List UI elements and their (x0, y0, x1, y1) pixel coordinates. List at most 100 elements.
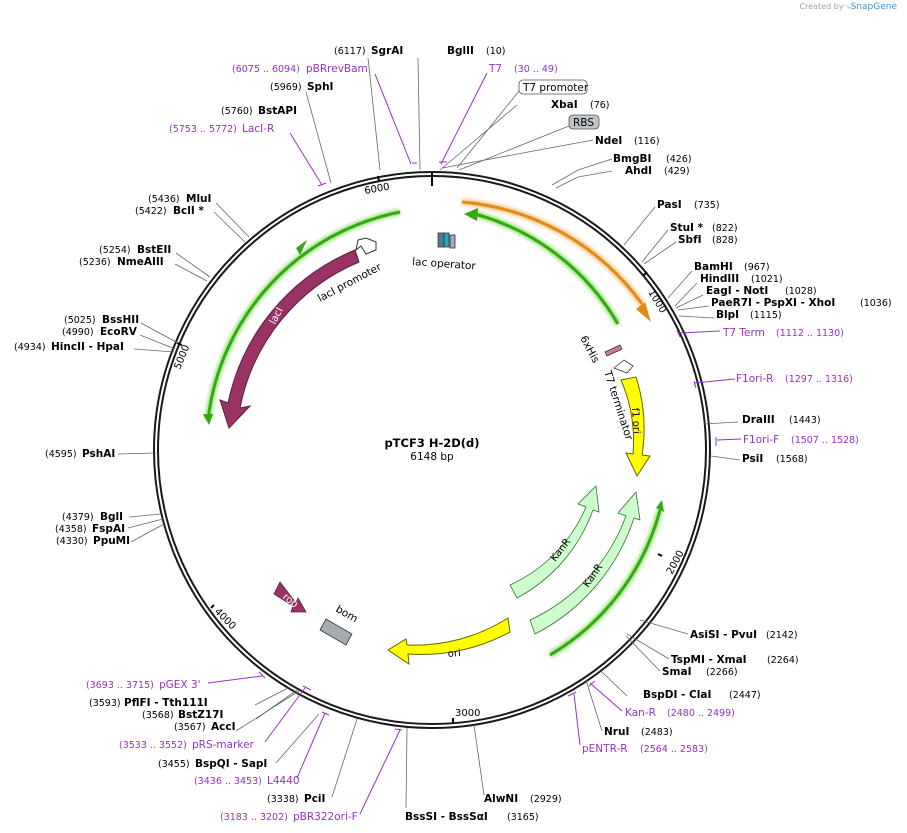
enzyme-name: BstAPI (258, 105, 297, 117)
enzyme-pos: (5422) (135, 206, 167, 217)
enzyme-pos: (1028) (785, 286, 817, 297)
f1-ori-label: f1 ori (629, 407, 642, 434)
enzyme-pos: (2483) (641, 727, 673, 738)
his-tag-label: 6xHis (577, 334, 601, 365)
enzyme-name: BspQI - SapI (195, 758, 267, 770)
enzyme-name: PshAI (82, 448, 115, 460)
primer-name: F1ori-R (736, 373, 773, 385)
tick-label-1000: 1000 (645, 288, 668, 315)
enzyme-pos: (1568) (776, 454, 808, 465)
laci-promoter-arrow (355, 237, 377, 255)
credit-brand: SnapGene (850, 2, 897, 12)
enzyme-name: BstZ17I (178, 709, 223, 721)
enzyme-name: AlwNI (484, 793, 518, 805)
enzyme-name: SgrAI (371, 45, 403, 57)
primer-labels: (6075 .. 6094) pBRrevBam T7 (30 .. 49) (… (86, 63, 859, 823)
f1-ori-arrow (620, 376, 651, 478)
enzyme-pos: (967) (744, 262, 770, 273)
rbs-leader (458, 125, 570, 171)
snapgene-credit: Created by ⤷SnapGene (800, 2, 897, 12)
enzyme-pos: (3593) (89, 698, 121, 709)
primer-name: Kan-R (625, 707, 656, 719)
plasmid-name: pTCF3 H-2D(d) (384, 436, 479, 450)
enzyme-pos: (822) (712, 223, 738, 234)
enzyme-pos: (2447) (729, 690, 761, 701)
rop-arrow (273, 581, 307, 613)
enzyme-pos: (426) (666, 154, 692, 165)
orf-right-arrowhead (464, 208, 478, 221)
orf-left-mid-arrowhead (296, 240, 307, 255)
enzyme-name: AhdI (625, 165, 652, 177)
enzyme-name: SphI (307, 81, 333, 93)
enzyme-pos: (5760) (221, 106, 253, 117)
rbs-badge (568, 114, 600, 130)
primer-name: T7 (488, 63, 502, 75)
enzyme-pos: (735) (694, 200, 720, 211)
enzyme-name: StuI * (670, 222, 704, 234)
enzyme-name: PciI (304, 793, 325, 805)
enzyme-pos: (3165) (507, 812, 539, 823)
primer-pos: (30 .. 49) (514, 64, 558, 75)
primer-pos: (2564 .. 2583) (640, 744, 708, 755)
enzyme-name: DraIII (742, 414, 775, 426)
primer-pos: (3183 .. 3202) (220, 812, 288, 823)
laci-arrow (219, 249, 360, 429)
enzyme-name: FspAI (92, 523, 125, 535)
t7-promoter-leader (456, 90, 520, 169)
snapgene-logo-icon: ⤷ (846, 2, 851, 11)
enzyme-name: PsiI (742, 453, 763, 465)
enzyme-name: BmgBI (613, 153, 651, 165)
enzyme-pos: (2266) (706, 667, 738, 678)
primer-name: pGEX 3' (159, 679, 201, 691)
enzyme-name: PaeR7I - PspXI - XhoI (711, 297, 835, 309)
primer-pos: (1507 .. 1528) (791, 435, 859, 446)
primer-name: pBRrevBam (306, 63, 368, 75)
bom-box (319, 618, 353, 646)
credit-prefix: Created by (799, 2, 844, 11)
primer-name: pBR322ori-F (293, 811, 358, 823)
tick-label-6000: 6000 (364, 182, 391, 197)
enzyme-pos: (2142) (766, 630, 798, 641)
orf-orange-arc (461, 200, 644, 305)
enzyme-name: NdeI (595, 135, 622, 147)
orf-bottom-arrowhead (656, 500, 664, 512)
enzyme-pos: (3455) (158, 759, 190, 770)
lac-operator-box-2 (443, 232, 450, 248)
enzyme-name: PpuMI (93, 535, 130, 547)
orf-left-arrowhead (203, 414, 213, 425)
enzyme-name: TspMI - XmaI (671, 654, 747, 666)
enzyme-name: XbaI (551, 99, 578, 111)
enzyme-name: NmeAIII (117, 256, 164, 268)
ori-label: ori (447, 648, 461, 660)
tick-mark-4000 (210, 604, 215, 609)
tick-label-3000: 3000 (455, 708, 480, 719)
enzyme-pos: (3568) (142, 710, 174, 721)
enzyme-pos: (1443) (789, 415, 821, 426)
enzyme-name: SmaI (662, 666, 692, 678)
enzyme-name: BglII (447, 45, 474, 57)
tick-mark-5000 (176, 342, 183, 346)
t7-terminator-arrow (613, 359, 634, 374)
enzyme-name: NruI (604, 726, 629, 738)
primer-pos: (1112 .. 1130) (776, 328, 844, 339)
t7-promoter-label: T7 promoter (522, 82, 589, 94)
enzyme-leader-lines (117, 57, 741, 809)
orf-orange-arrowhead (636, 302, 651, 322)
primer-pos: (2480 .. 2499) (667, 708, 735, 719)
kanr-outer-arrow (529, 491, 641, 635)
enzyme-pos: (1115) (750, 310, 782, 321)
rbs-box (449, 234, 456, 249)
enzyme-pos: (76) (590, 100, 610, 111)
primer-name: F1ori-F (743, 434, 779, 446)
bom-label: bom (334, 603, 360, 625)
enzyme-name: PflFI - Tth111I (124, 697, 208, 709)
plasmid-length: 6148 bp (410, 451, 454, 463)
t7-promoter-badge (518, 79, 588, 95)
primer-name: pRS-marker (192, 739, 255, 751)
enzyme-labels: (6117) SgrAI BglII (10) (5969) SphI XbaI… (14, 45, 892, 823)
primer-name: L4440 (267, 775, 300, 787)
enzyme-pos: (4990) (62, 327, 94, 338)
enzyme-pos: (4595) (45, 449, 77, 460)
enzyme-pos: (5236) (79, 257, 111, 268)
